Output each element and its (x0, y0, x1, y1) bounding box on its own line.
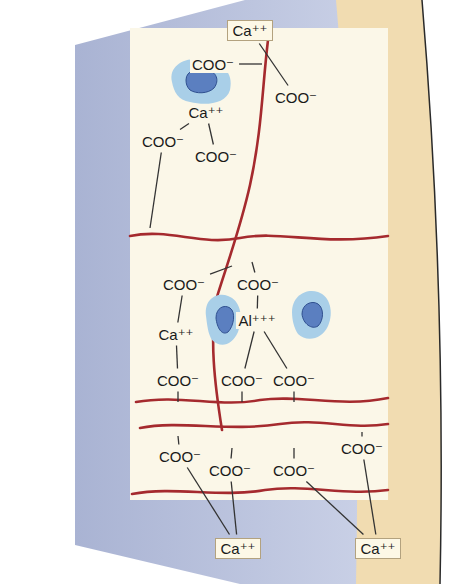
bond-line (231, 482, 236, 535)
glass-core (302, 302, 323, 327)
bond-line (150, 153, 161, 229)
polymer-chain (136, 398, 388, 403)
ion-label: COO⁻ (339, 440, 385, 457)
bond-line (364, 460, 376, 535)
ion-label: Ca⁺⁺ (186, 104, 225, 121)
bond-line (241, 392, 242, 403)
ion-label: COO⁻ (155, 372, 201, 389)
ion-box-label: Ca⁺⁺ (215, 538, 260, 559)
ion-label: COO⁻ (161, 276, 207, 293)
bond-line (177, 436, 179, 445)
ion-label: COO⁻ (207, 462, 253, 479)
ion-label: COO⁻ (271, 372, 317, 389)
bond-line (252, 262, 255, 273)
glass-particle (292, 291, 331, 339)
glass-core (216, 306, 234, 333)
ion-label: COO⁻ (235, 276, 281, 293)
bond-line (264, 332, 287, 369)
bond-line (361, 432, 362, 437)
ion-label: Ca⁺⁺ (156, 326, 195, 343)
bond-line (180, 124, 189, 130)
polymer-chains (130, 40, 388, 494)
glass-core (186, 69, 217, 92)
ion-label: COO⁻ (193, 148, 239, 165)
polymer-chain (140, 422, 388, 428)
ion-box-label: Ca⁺⁺ (355, 538, 400, 559)
bond-line (178, 296, 182, 323)
ion-label: COO⁻ (273, 89, 319, 106)
ion-box-label: Ca⁺⁺ (227, 20, 272, 41)
ion-label: Al⁺⁺⁺ (236, 312, 277, 329)
polymer-chain (130, 234, 388, 240)
ion-label: COO⁻ (190, 56, 236, 73)
bond-line (293, 392, 294, 403)
bond-line (210, 266, 232, 274)
ion-label: COO⁻ (157, 448, 203, 465)
bond-line (230, 448, 232, 459)
cement-matrix (130, 28, 388, 500)
bond-line (209, 124, 214, 145)
glass-particles (171, 59, 330, 345)
ion-label: COO⁻ (219, 372, 265, 389)
bond-line (239, 63, 262, 64)
ion-label: COO⁻ (271, 462, 317, 479)
bond-line (259, 44, 288, 86)
ionic-bonds (150, 44, 376, 535)
bond-line (177, 392, 178, 403)
polymer-chain (132, 488, 388, 494)
bond-line (176, 346, 177, 369)
bond-line (257, 296, 259, 309)
tooth-border (422, 0, 441, 584)
bond-line (245, 332, 254, 369)
bond-line (306, 482, 363, 535)
bond-line (293, 448, 294, 459)
ion-label: COO⁻ (140, 133, 186, 150)
